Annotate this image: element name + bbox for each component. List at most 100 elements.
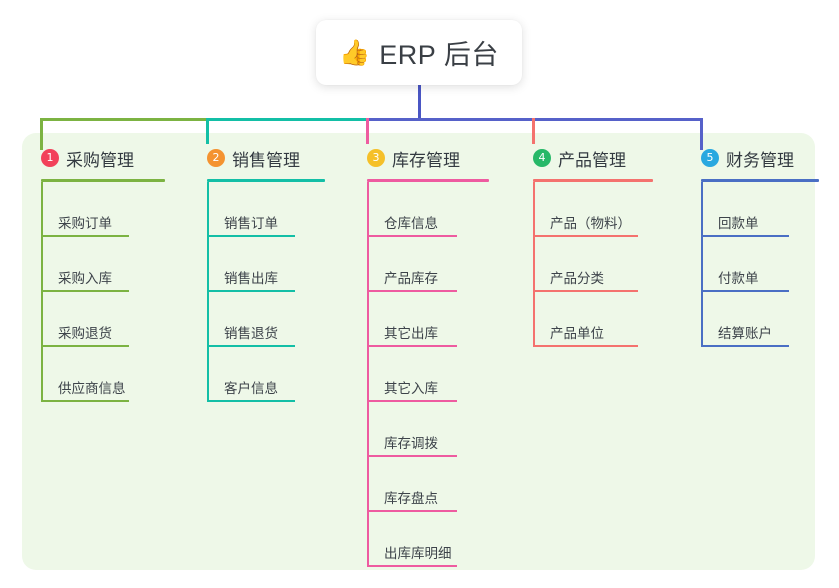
category-title-2: 销售管理 [232,150,300,170]
leaf-item[interactable]: 库存调拨 [348,402,489,457]
leaf-underline [701,290,789,292]
bus-segment-teal [206,118,368,121]
leaf-underline [533,235,638,237]
column-stub-3 [366,118,369,144]
leaf-item-label: 库存调拨 [384,436,438,451]
leaf-underline [701,345,789,347]
leaf-item-label: 采购入库 [58,271,112,286]
leaf-item[interactable]: 客户信息 [188,347,325,402]
root-drop-line [418,78,421,121]
category-column-4: 4 产品管理产品（物料） 产品分类产品单位 [514,146,653,347]
category-underline-5 [701,179,819,182]
leaf-item[interactable]: 采购订单 [22,182,165,237]
category-title-5: 财务管理 [726,150,794,170]
leaf-list-5: 回款单付款单结算账户 [682,182,819,347]
leaf-underline [41,235,129,237]
leaf-trunk-line-2 [207,182,209,402]
leaf-trunk-line-3 [367,182,369,567]
bus-elbow-5 [700,118,708,126]
leaf-underline [41,290,129,292]
category-underline-3 [367,179,489,182]
leaf-item[interactable]: 产品库存 [348,237,489,292]
leaf-item[interactable]: 结算账户 [682,292,819,347]
leaf-item[interactable]: 供应商信息 [22,347,165,402]
root-node-card[interactable]: 👍 ERP 后台 [316,20,522,85]
category-header-1[interactable]: 1 采购管理 [22,146,165,170]
leaf-item-label: 采购订单 [58,216,112,231]
leaf-underline [367,235,457,237]
leaf-underline [41,400,129,402]
leaf-item[interactable]: 产品单位 [514,292,653,347]
leaf-item-label: 其它入库 [384,381,438,396]
leaf-underline [367,510,457,512]
leaf-item[interactable]: 产品（物料） [514,182,653,237]
category-underline-4 [533,179,653,182]
leaf-item-label: 采购退货 [58,326,112,341]
category-underline-1 [41,179,165,182]
leaf-item-label: 其它出库 [384,326,438,341]
column-stub-2 [206,118,209,144]
leaf-underline [367,345,457,347]
leaf-list-1: 采购订单采购入库采购退货供应商信息 [22,182,165,402]
category-underline-2 [207,179,325,182]
leaf-item-label: 销售出库 [224,271,278,286]
leaf-item-label: 库存盘点 [384,491,438,506]
category-column-2: 2 销售管理销售订单销售出库销售退货客户信息 [188,146,325,402]
leaf-item[interactable]: 回款单 [682,182,819,237]
leaf-item-label: 销售订单 [224,216,278,231]
leaf-item-label: 结算账户 [718,326,772,341]
leaf-underline [207,235,295,237]
leaf-list-2: 销售订单销售出库销售退货客户信息 [188,182,325,402]
bus-segment-green [40,118,208,121]
leaf-item[interactable]: 采购退货 [22,292,165,347]
leaf-item-label: 仓库信息 [384,216,438,231]
category-column-5: 5 财务管理回款单付款单结算账户 [682,146,819,347]
leaf-item[interactable]: 库存盘点 [348,457,489,512]
category-badge-1: 1 [41,149,59,167]
leaf-item[interactable]: 采购入库 [22,237,165,292]
leaf-item-label: 回款单 [718,216,759,231]
leaf-trunk-line-4 [533,182,535,347]
category-header-5[interactable]: 5 财务管理 [682,146,819,170]
diagram-panel [22,133,815,570]
leaf-item-label: 客户信息 [224,381,278,396]
category-title-1: 采购管理 [66,150,134,170]
category-badge-2: 2 [207,149,225,167]
leaf-item[interactable]: 出库库明细 [348,512,489,567]
category-header-2[interactable]: 2 销售管理 [188,146,325,170]
category-badge-5: 5 [701,149,719,167]
leaf-item-label: 销售退货 [224,326,278,341]
leaf-item-label: 产品库存 [384,271,438,286]
leaf-trunk-line-1 [41,182,43,402]
leaf-item[interactable]: 销售出库 [188,237,325,292]
leaf-item-label: 付款单 [718,271,759,286]
leaf-item-label: 产品单位 [550,326,604,341]
leaf-item[interactable]: 销售订单 [188,182,325,237]
category-header-4[interactable]: 4 产品管理 [514,146,653,170]
leaf-item[interactable]: 仓库信息 [348,182,489,237]
leaf-item[interactable]: 付款单 [682,237,819,292]
thumbs-up-icon: 👍 [339,38,371,67]
leaf-underline [533,345,638,347]
leaf-item[interactable]: 销售退货 [188,292,325,347]
leaf-list-4: 产品（物料） 产品分类产品单位 [514,182,653,347]
leaf-trunk-line-5 [701,182,703,347]
leaf-item[interactable]: 产品分类 [514,237,653,292]
leaf-underline [207,345,295,347]
leaf-item[interactable]: 其它出库 [348,292,489,347]
leaf-item-label: 出库库明细 [384,546,452,561]
leaf-list-3: 仓库信息产品库存其它出库其它入库库存调拨库存盘点出库库明细 [348,182,489,567]
column-stub-4 [532,118,535,144]
category-title-3: 库存管理 [392,150,460,170]
leaf-underline [41,345,129,347]
leaf-item[interactable]: 其它入库 [348,347,489,402]
leaf-item-label: 产品分类 [550,271,604,286]
category-badge-4: 4 [533,149,551,167]
bus-elbow-1 [40,118,48,126]
leaf-underline [367,290,457,292]
column-stub-5 [700,118,703,150]
leaf-underline [367,400,457,402]
category-title-4: 产品管理 [558,150,626,170]
